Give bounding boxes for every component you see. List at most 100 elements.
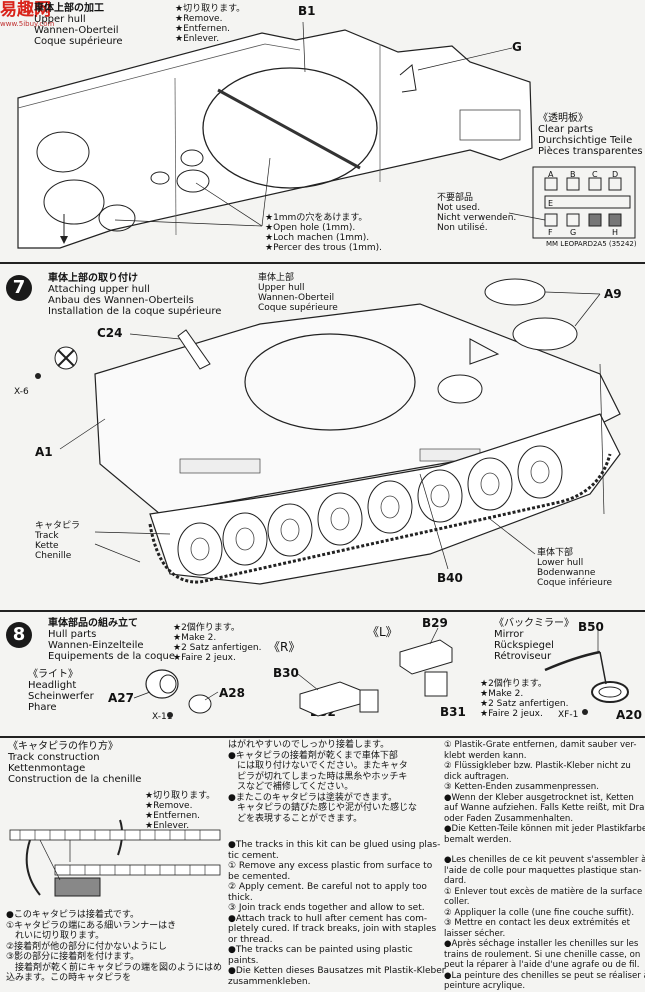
sec8-title-de: Wannen-Einzelteile [48, 640, 144, 651]
mid-jp-line-7: キャタピラの錆びた感じや泥が付いた感じな [228, 803, 418, 813]
mid-jp-line-3: には取り付けないでください。またキャタ [228, 761, 408, 771]
upper-hull-jp: 車体上部 [258, 273, 295, 283]
not-used-de: Nicht verwenden. [437, 213, 517, 223]
headlight-en: Headlight [28, 680, 77, 691]
part-x6-label: X-6 [14, 387, 29, 397]
track-instructions-mid: はがれやすいのでしっかり接着します。 ●キャタピラの接着剤が乾くまで車体下部 に… [228, 740, 445, 987]
sec9-title: 《キャタピラの作り方》 Track construction Kettenmon… [8, 741, 141, 785]
sec1-title-en: Upper hull [34, 14, 86, 25]
sec8-title-fr: Equipements de la coque [48, 651, 176, 662]
upper-hull-note: 車体上部 Upper hull Wannen-Oberteil Coque su… [258, 273, 338, 313]
right-line-15: ① Enlever tout excès de matière de la su… [444, 886, 645, 897]
mid-en-line-2: tic cement. [228, 850, 279, 861]
mid-en-line-11: ●The tracks can be painted using plastic [228, 945, 413, 955]
sprue-letter-h: H [612, 228, 619, 237]
mid-jp-line-6: ●またこのキャタピラは塗装ができます。 [228, 792, 397, 803]
sec8-title-jp: 車体部品の組み立て [48, 618, 138, 629]
part-b31-label: B31 [440, 705, 466, 719]
right-line-20: ●Après séchage installer les chenilles s… [444, 939, 639, 949]
mid-en-line-6: thick. [228, 892, 253, 903]
right-line-10: bemalt werden. [444, 834, 512, 845]
track-jp-line-2: ①キャタピラの端にある細いランナーはき [6, 920, 177, 931]
right-line-23: ●La peinture des chenilles se peut se ré… [444, 970, 645, 981]
track-jp-line-1: ●このキャタピラは接着式です。 [6, 910, 139, 920]
sprue-letter-d: D [612, 170, 619, 179]
upper-hull-drawing [17, 21, 636, 249]
sec1-title-fr: Coque supérieure [34, 36, 123, 47]
sec1-title-jp: 車体上部の加工 [34, 3, 104, 14]
right-line-16: coller. [444, 897, 470, 907]
divider-2 [0, 610, 645, 612]
track-jp-line-5: ③影の部分に接着剤を付けます。 [6, 952, 140, 962]
sec8-make-de: ★2 Satz anfertigen. [173, 643, 262, 653]
sec8-make-jp: ★2個作ります。 [173, 623, 240, 633]
sec9-cut-fr: ★Enlever. [145, 821, 190, 831]
right-line-4: dick auftragen. [444, 771, 509, 782]
left-side-label: 《L》 [367, 625, 398, 639]
track-instructions-jp: ●このキャタピラは接着式です。 ①キャタピラの端にある細いランナーはき れいに切… [6, 910, 222, 984]
sec1-hole-jp: ★1mmの穴をあけます。 [265, 213, 368, 223]
mid-jp-line-2: ●キャタピラの接着剤が乾くまで車体下部 [228, 750, 398, 761]
mid-en-line-3: ① Remove any excess plastic from surface… [228, 861, 433, 871]
right-line-24: peinture acrylique. [444, 981, 526, 991]
sec7-title-en: Attaching upper hull [48, 284, 150, 295]
upper-hull-fr: Coque supérieure [258, 303, 338, 313]
sprue-caption: MM LEOPARD2A5 (35242) [546, 240, 637, 248]
mid-jp-line-5: スなどで補修してください。 [228, 782, 354, 792]
right-line-2: klebt werden kann. [444, 750, 527, 761]
sec8-title-en: Hull parts [48, 629, 97, 640]
sec9-cut-de: ★Entfernen. [145, 811, 201, 821]
mid-en-line-13: ●Die Ketten dieses Bausatzes mit Plastik… [228, 966, 446, 976]
right-line-18: ③ Mettre en contact les deux extrémités … [444, 918, 630, 928]
right-line-8: oder Faden Zusammenhalten. [444, 813, 574, 824]
part-xf1-label: XF-1 [558, 710, 579, 720]
mirror-de: Rückspiegel [494, 640, 554, 651]
mirror-jp: 《バックミラー》 [494, 618, 574, 629]
sec8-make2-note: ★2個作ります。 ★Make 2. ★2 Satz anfertigen. ★F… [480, 679, 568, 719]
mid-en-line-4: be cemented. [228, 871, 291, 882]
mid-en-line-7: ③ Join track ends together and allow to … [228, 903, 425, 913]
right-side-label: 《R》 [268, 640, 301, 654]
part-b50-label: B50 [578, 620, 604, 634]
right-line-17: ② Appliquer la colle (une fine couche su… [444, 907, 635, 918]
sec8-make-fr: ★Faire 2 jeux. [173, 653, 236, 663]
sprue-letter-f: F [548, 228, 553, 237]
sec1-title-de: Wannen-Oberteil [34, 25, 119, 36]
part-g-label: G [512, 40, 522, 54]
track-fr: Chenille [35, 551, 72, 561]
mirror-en: Mirror [494, 629, 524, 640]
step-8-badge: 8 [6, 622, 32, 648]
track-jp: キャタピラ [35, 521, 81, 531]
headlight-de: Scheinwerfer [28, 691, 94, 702]
part-c24-label: C24 [97, 326, 123, 340]
sec8-make2-en: ★Make 2. [480, 689, 524, 699]
sec1-hole-note: ★1mmの穴をあけます。 ★Open hole (1mm). ★Loch mac… [265, 213, 382, 253]
clear-parts-jp: 《透明板》 [538, 113, 588, 124]
sec1-hole-fr: ★Percer des trous (1mm). [265, 243, 382, 253]
not-used-jp: 不要部品 [437, 193, 474, 203]
hull-parts-drawing [133, 627, 629, 718]
part-a28-label: A28 [219, 686, 245, 700]
part-a9-label: A9 [604, 287, 622, 301]
right-line-14: dard. [444, 876, 467, 886]
part-b29-label: B29 [422, 616, 448, 630]
mid-en-line-9: pletely cured. If track breaks, join wit… [228, 924, 437, 934]
track-jp-line-6: 接着剤が乾く前にキャタピラの端を図のようにはめ [6, 962, 223, 973]
headlight-fr: Phare [28, 702, 57, 713]
mid-jp-line-8: どを表現することができます。 [228, 813, 363, 824]
sec8-make2-de: ★2 Satz anfertigen. [480, 699, 569, 709]
mirror-fr: Rétroviseur [494, 651, 552, 662]
clear-parts-en: Clear parts [538, 124, 594, 135]
sec7-title: 車体上部の取り付け Attaching upper hull Anbau des… [48, 273, 221, 317]
sec1-cut-jp: ★切り取ります。 [175, 4, 246, 14]
lower-hull-note: 車体下部 Lower hull Bodenwanne Coque inférie… [537, 548, 612, 588]
mid-jp-line-4: ピラが切れてしまった時は黒糸やホッチキ [228, 771, 408, 782]
headlight-note: 《ライト》 Headlight Scheinwerfer Phare [28, 669, 94, 713]
sprue-letter-e: E [548, 199, 554, 208]
lower-hull-de: Bodenwanne [537, 568, 596, 578]
headlight-jp: 《ライト》 [28, 669, 78, 680]
part-b1-label: B1 [298, 4, 316, 18]
mid-en-line-1: ●The tracks in this kit can be glued usi… [228, 840, 441, 850]
track-note: キャタピラ Track Kette Chenille [35, 521, 80, 561]
right-line-21: trains de roulement. Si une chenille cas… [444, 949, 641, 960]
